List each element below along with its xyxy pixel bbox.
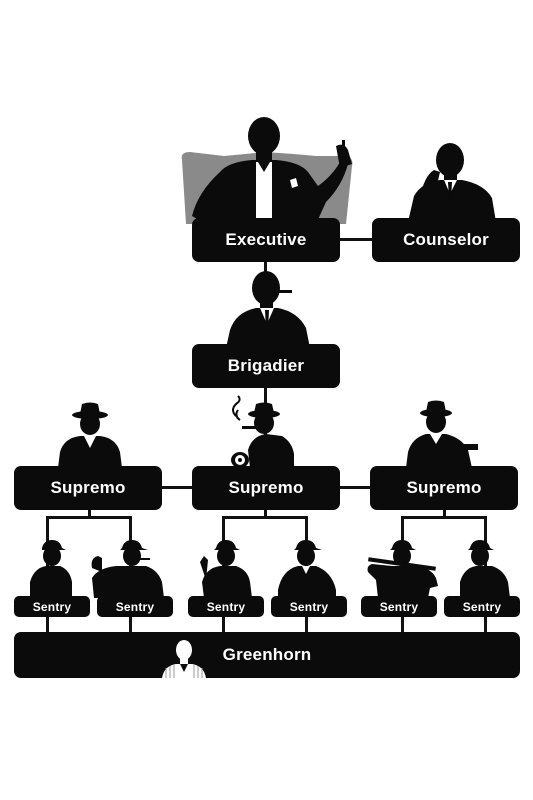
- sentry-box: Sentry: [14, 596, 90, 617]
- connector-sentry2-down: [129, 616, 132, 634]
- greenhorn-label: Greenhorn: [222, 645, 312, 664]
- greenhorn-box: Greenhorn: [14, 632, 520, 678]
- man-in-cap-with-bat-icon: [367, 540, 438, 598]
- connector-sentry4-down: [305, 616, 308, 634]
- sentry-box: Sentry: [361, 596, 437, 617]
- connector-sentry1-down: [46, 616, 49, 634]
- man-in-cap-with-cigar-icon: [91, 540, 164, 598]
- connector-supremo-left: [160, 486, 194, 489]
- sentry-box: Sentry: [444, 596, 520, 617]
- connector-supremo2-down: [264, 510, 267, 518]
- brigadier-label: Brigadier: [227, 356, 305, 375]
- man-in-cap-icon: [278, 540, 336, 598]
- man-in-cap-icon: [460, 540, 510, 598]
- smoking-man-in-fedora-icon: [231, 395, 294, 468]
- supremo-label: Supremo: [406, 478, 482, 497]
- connector-sentry6-down: [484, 616, 487, 634]
- connector-supremo3-down: [443, 510, 446, 518]
- sentry-box: Sentry: [188, 596, 264, 617]
- connector-supremo1-bar: [46, 516, 132, 519]
- counselor-box: Counselor: [372, 218, 520, 262]
- connector-supremo3-bar: [401, 516, 487, 519]
- connector-sentry5-down: [401, 616, 404, 634]
- sentry-label: Sentry: [462, 599, 502, 614]
- supremo-label: Supremo: [50, 478, 126, 497]
- seated-boss-with-cigar-icon: [181, 117, 353, 224]
- connector-supremo-right: [338, 486, 372, 489]
- supremo-box: Supremo: [370, 466, 518, 510]
- supremo-box: Supremo: [192, 466, 340, 510]
- man-in-fedora-icon: [58, 402, 122, 468]
- supremo-box: Supremo: [14, 466, 162, 510]
- young-man-in-suit-icon: [162, 640, 206, 678]
- man-with-cigar-in-suit-icon: [226, 271, 310, 348]
- executive-label: Executive: [225, 230, 307, 249]
- sentry-label: Sentry: [32, 599, 72, 614]
- man-in-fedora-with-tommy-gun-icon: [406, 400, 478, 468]
- supremo-label: Supremo: [228, 478, 304, 497]
- sentry-label: Sentry: [115, 599, 155, 614]
- connector-executive-counselor: [338, 238, 374, 241]
- thinking-man-in-suit-icon: [408, 143, 496, 222]
- connector-supremo2-bar: [222, 516, 308, 519]
- man-in-cap-icon: [30, 540, 72, 598]
- brigadier-box: Brigadier: [192, 344, 340, 388]
- connector-supremo1-down: [88, 510, 91, 518]
- executive-box: Executive: [192, 218, 340, 262]
- sentry-box: Sentry: [97, 596, 173, 617]
- sentry-label: Sentry: [289, 599, 329, 614]
- sentry-box: Sentry: [271, 596, 347, 617]
- sentry-label: Sentry: [379, 599, 419, 614]
- counselor-label: Counselor: [403, 230, 489, 249]
- connector-sentry3-down: [222, 616, 225, 634]
- man-in-cap-smoking-icon: [200, 540, 252, 598]
- sentry-label: Sentry: [206, 599, 246, 614]
